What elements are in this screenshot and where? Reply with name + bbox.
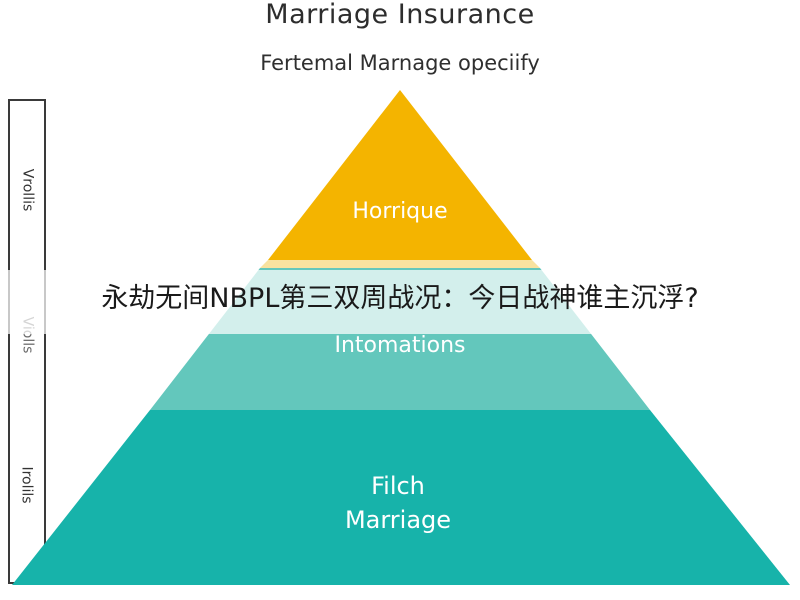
level-bottom-label-line1: Filch (371, 472, 425, 500)
side-label-frame (8, 99, 46, 584)
overlay-banner (0, 270, 800, 334)
level-bottom-label-line2: Marriage (345, 506, 451, 534)
level-middle-label: Intomations (334, 333, 465, 358)
pyramid-separator (260, 260, 540, 268)
diagram-title: Marriage Insurance (265, 0, 535, 30)
overlay-banner-text: 永劫无间NBPL第三双周战况：今日战神谁主沉浮? (101, 283, 699, 314)
pyramid-level-bottom (12, 410, 790, 585)
diagram-subtitle: Fertemal Marnage opeciify (260, 51, 540, 75)
level-top-label: Horrique (352, 199, 447, 224)
pyramid-level-top (268, 90, 532, 260)
